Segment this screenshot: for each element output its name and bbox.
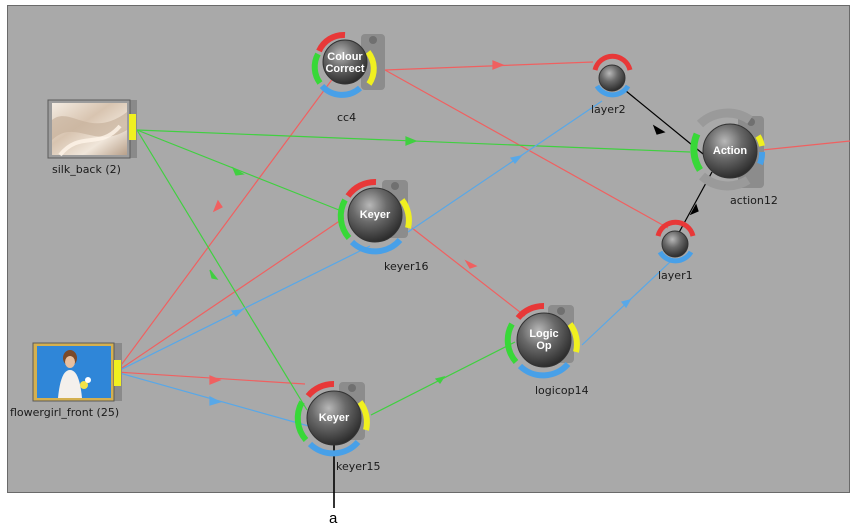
layer1-label: layer1 [658,269,693,282]
link-flowergirl-keyer16[interactable] [115,217,345,373]
green-links [136,129,691,416]
link-silk-keyer16[interactable] [136,129,345,213]
link-cc4-layer2[interactable] [384,61,594,71]
arrow-flowergirl-keyer16-matte [230,309,244,317]
arrow-silk-keyer16 [231,166,245,176]
ring-yellow-socket[interactable] [365,50,377,86]
ring-red-socket[interactable] [592,53,633,71]
node-layer2[interactable] [592,53,633,98]
node-ball [702,123,758,179]
arrow-flowergirl-keyer15-matte [209,396,222,406]
link-cc4-layer1[interactable] [384,69,669,229]
ring-blue-socket[interactable] [307,439,361,457]
ring-blue-socket[interactable] [319,83,362,98]
output-socket[interactable] [114,360,121,386]
ring-blue-socket[interactable] [349,237,403,255]
node-ball [322,39,368,85]
arrow-flowergirl-keyer15 [209,375,222,385]
ring-yellow-socket[interactable] [357,400,370,431]
link-action-output[interactable] [761,140,850,151]
arrow-flowergirl-cc4 [212,199,223,213]
ring-green-socket[interactable] [690,132,704,172]
arrow-silk-action [405,136,418,146]
action12-label: action12 [730,194,778,207]
link-flowergirl-keyer15-matte[interactable] [115,371,331,433]
node-ball [516,312,572,368]
arrow-logicop-layer1 [620,299,632,309]
arrow-layer2-action [652,124,666,135]
ring-yellow-socket[interactable] [399,198,412,229]
keyer15-label: keyer15 [336,460,381,473]
silk-back-label: silk_back (2) [52,163,121,176]
output-socket[interactable] [129,114,136,140]
red-links [115,60,850,385]
arrow-layer1-action [689,203,699,216]
node-ball [661,230,689,258]
ring-yellow-socket[interactable] [567,322,580,353]
ring-blue-socket[interactable] [517,361,571,379]
node-layer1[interactable] [655,219,696,264]
keyer16-label: keyer16 [384,260,429,273]
node-keyer15[interactable] [294,380,370,457]
node-ball [598,64,626,92]
link-flowergirl-cc4[interactable] [115,61,346,373]
node-ball [347,187,403,243]
node-keyer16[interactable] [337,179,412,255]
ring-blue-socket[interactable] [657,250,694,264]
cc4-label: cc4 [337,111,357,124]
ring-green-socket[interactable] [294,400,309,442]
ring-green-socket[interactable] [337,198,352,240]
ring-yellow-socket[interactable] [755,134,765,147]
arrow-cc4-layer2 [492,60,505,70]
layer2-label: layer2 [591,103,626,116]
link-keyer16-logicop[interactable] [411,227,526,317]
ring-red-socket[interactable] [345,179,377,198]
schematic-canvas[interactable] [7,5,850,493]
blue-links [115,100,671,433]
link-flowergirl-keyer16-matte[interactable] [115,245,371,373]
ring-red-socket[interactable] [316,31,346,53]
node-cc4[interactable] [311,31,385,98]
callout-label: a [329,510,338,527]
node-ball [306,390,362,446]
ring-red-socket[interactable] [515,302,545,321]
flowergirl-front-label: flowergirl_front (25) [10,406,120,419]
ring-blue-socket[interactable] [757,151,766,166]
node-logicop14[interactable] [504,302,580,379]
ring-red-socket[interactable] [655,219,696,237]
arrow-keyer16-logicop [464,259,478,269]
node-flowergirl-front[interactable] [32,342,122,402]
link-keyer16-layer2[interactable] [407,100,603,233]
link-silk-keyer15[interactable] [136,129,308,411]
node-silk-back[interactable] [47,99,137,159]
arrow-keyer15-logicop [434,376,446,384]
arrow-silk-keyer15 [209,269,219,280]
ring-blue-socket[interactable] [594,84,631,98]
node-action12[interactable] [690,108,766,191]
arrow-keyer16-layer2 [509,155,523,164]
ring-green-socket[interactable] [504,322,519,364]
ring-green-socket[interactable] [311,52,323,85]
logicop14-label: logicop14 [535,384,589,397]
ring-red-socket[interactable] [305,380,335,399]
